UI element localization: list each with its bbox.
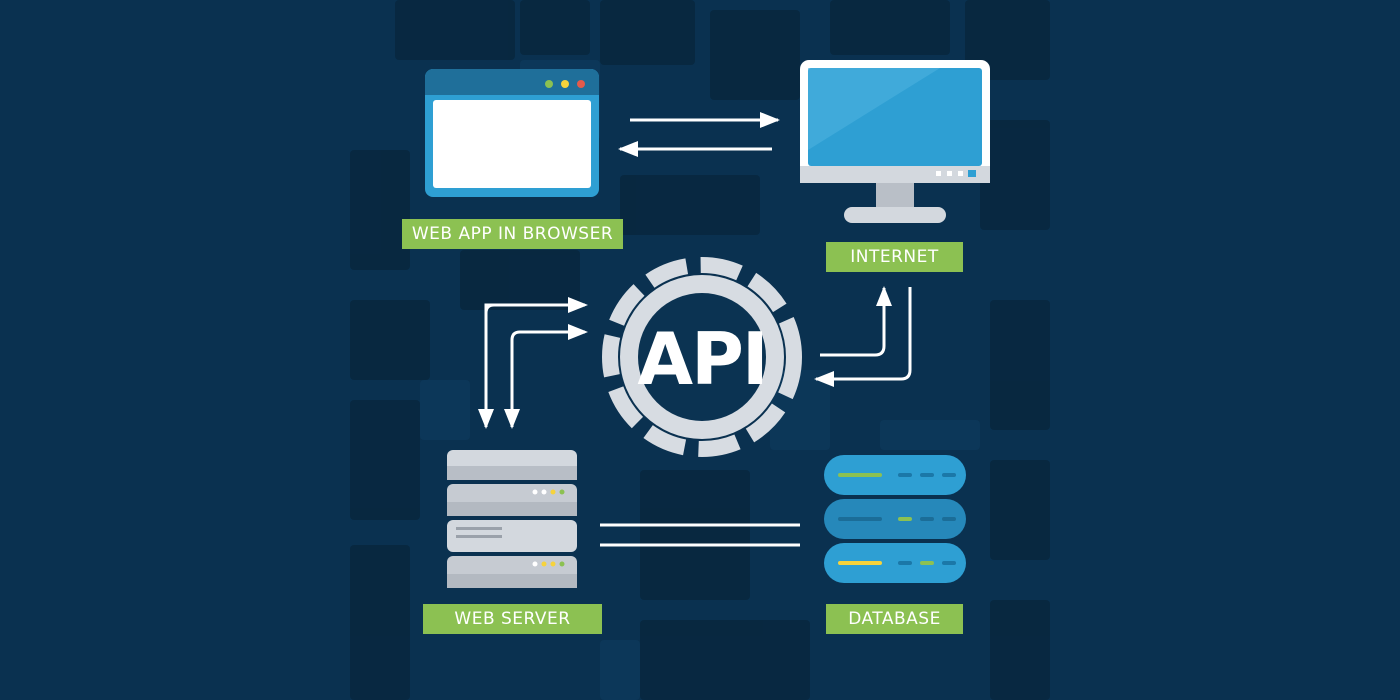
arrowhead-to-api-1: [568, 297, 588, 313]
server-rack-icon: [447, 450, 577, 588]
arrow-api-to-internet: [820, 286, 892, 357]
arrowhead-to-api-2: [568, 324, 588, 340]
internet-label: INTERNET: [826, 242, 963, 272]
desktop-monitor-icon: [800, 60, 990, 223]
api-label: API: [637, 317, 766, 401]
browser-label: WEB APP IN BROWSER: [402, 219, 623, 249]
background-tiles: [350, 0, 1050, 700]
web-server-label: WEB SERVER: [423, 604, 602, 634]
arrow-internet-to-api: [814, 287, 912, 387]
database-label: DATABASE: [826, 604, 963, 634]
arrow-api-to-server-outer: [478, 303, 585, 429]
gear-icon: [602, 257, 802, 457]
browser-window-icon: [425, 69, 599, 197]
database-icon: [824, 455, 966, 583]
arrow-api-to-server-inner: [504, 330, 585, 429]
